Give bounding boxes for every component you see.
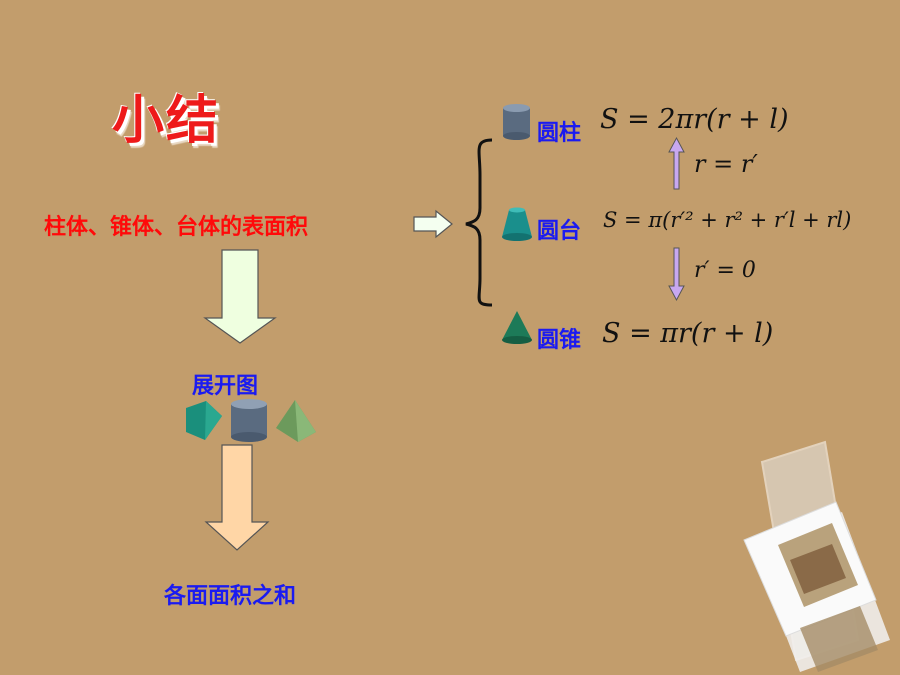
prism-icon (186, 401, 222, 440)
cylinder-formula: S = 2πr(r + l) (600, 104, 789, 135)
up-arrow-purple (668, 136, 685, 190)
cylinder-icon (503, 104, 530, 140)
frustum-label: 圆台 (537, 219, 582, 244)
right-arrow-icon (413, 209, 453, 239)
down-arrow-peach (204, 444, 270, 551)
cylinder-transition: r = r′ (694, 150, 758, 178)
down-arrow-purple (668, 247, 685, 302)
cone-transition: r′ = 0 (694, 258, 756, 283)
frustum-icon (502, 207, 532, 241)
curly-brace (465, 138, 493, 307)
cylinder-label: 圆柱 (537, 121, 582, 146)
pyramid-icon (276, 400, 316, 442)
photo-stack-decoration (743, 440, 890, 672)
cone-formula: S = πr(r + l) (602, 318, 774, 349)
cone-icon (502, 311, 532, 344)
frustum-formula: S = π(r′² + r² + r′l + rl) (603, 208, 852, 232)
down-arrow-green (203, 249, 277, 344)
cone-label: 圆锥 (537, 328, 582, 353)
unfold-label: 展开图 (192, 374, 259, 399)
surface-area-label: 柱体、锥体、台体的表面积 (44, 215, 309, 240)
cylinder-icon-2 (231, 399, 267, 442)
page-title: 小结 (112, 91, 221, 151)
sum-label: 各面面积之和 (164, 584, 297, 609)
